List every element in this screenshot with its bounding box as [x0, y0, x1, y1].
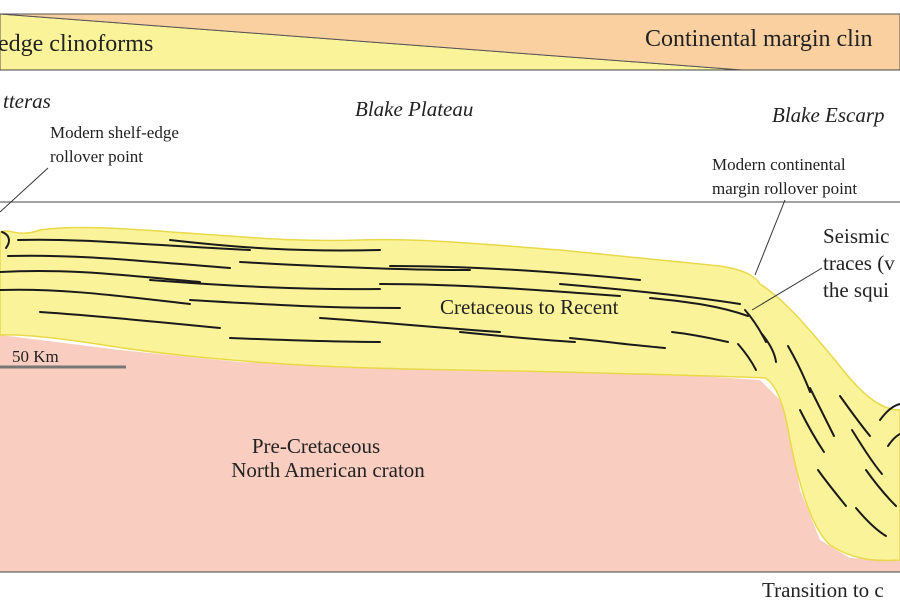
seismic-trace: [649, 297, 749, 317]
seismic-trace: [379, 283, 621, 297]
seismic-trace: [761, 333, 777, 363]
seismic-trace: [809, 387, 835, 437]
left-band-label: edge clinoforms: [0, 31, 153, 57]
seismic-trace: [879, 403, 900, 421]
seismic-trace: [169, 239, 381, 252]
shelf-edge-annotation-line1: Modern shelf-edge: [50, 123, 179, 142]
seismic-trace: [744, 309, 767, 343]
seismic-trace: [7, 254, 231, 269]
blake-escarpment-label: Blake Escarp: [772, 103, 885, 127]
seismic-trace: [0, 269, 201, 283]
seismic-trace: [239, 261, 471, 271]
seismic-trace: [887, 433, 900, 447]
seismic-trace: [189, 299, 401, 309]
transition-label: Transition to c: [762, 578, 884, 600]
scale-bar-label: 50 Km: [12, 347, 59, 366]
seismic-annotation-line2: traces (v: [823, 251, 895, 275]
seismic-trace: [39, 311, 221, 329]
craton-label-line1: Pre-Cretaceous: [252, 434, 380, 458]
hatteras-label: tteras: [3, 89, 51, 113]
shelf-edge-leader-line: [0, 167, 49, 213]
seismic-annotation-line1: Seismic: [823, 224, 890, 248]
shelf-edge-annotation-line2: rollover point: [50, 147, 143, 166]
seismic-trace: [839, 395, 871, 437]
pre-cretaceous-craton: [0, 335, 900, 572]
seismic-trace: [737, 343, 757, 371]
seismic-trace: [817, 469, 847, 507]
seismic-trace: [319, 317, 501, 333]
seismic-trace: [0, 288, 191, 305]
seismic-trace: [865, 469, 897, 507]
seismic-trace: [855, 507, 887, 537]
seismic-trace: [229, 337, 381, 343]
continental-margin-clinoform-wedge: [0, 13, 900, 71]
header-band: edge clinoforms Continental margin clin: [0, 13, 900, 71]
seismic-trace: [149, 279, 381, 291]
continental-margin-annotation-line1: Modern continental: [712, 155, 846, 174]
continental-margin-annotation-line2: margin rollover point: [712, 179, 857, 198]
seismic-trace: [799, 409, 825, 453]
seismic-trace: [389, 265, 641, 281]
seismic-trace: [569, 337, 666, 349]
continental-margin-leader-line: [754, 199, 786, 276]
blake-plateau-label: Blake Plateau: [355, 97, 473, 121]
scale-bar: 50 Km: [0, 347, 126, 369]
seismic-trace: [559, 283, 741, 305]
seismic-trace: [787, 345, 811, 393]
seismic-trace: [671, 331, 729, 343]
seismic-traces: [0, 231, 900, 537]
seismic-annotation-line3: the squi: [823, 278, 889, 302]
seismic-trace: [1, 231, 10, 249]
craton-label-line2: North American craton: [231, 458, 425, 482]
seismic-trace: [17, 238, 251, 251]
seismic-trace: [459, 331, 576, 343]
cretaceous-unit-label: Cretaceous to Recent: [440, 295, 619, 319]
seismic-trace: [851, 429, 883, 475]
right-band-label: Continental margin clin: [645, 26, 873, 52]
seismic-leader-line: [751, 267, 823, 311]
